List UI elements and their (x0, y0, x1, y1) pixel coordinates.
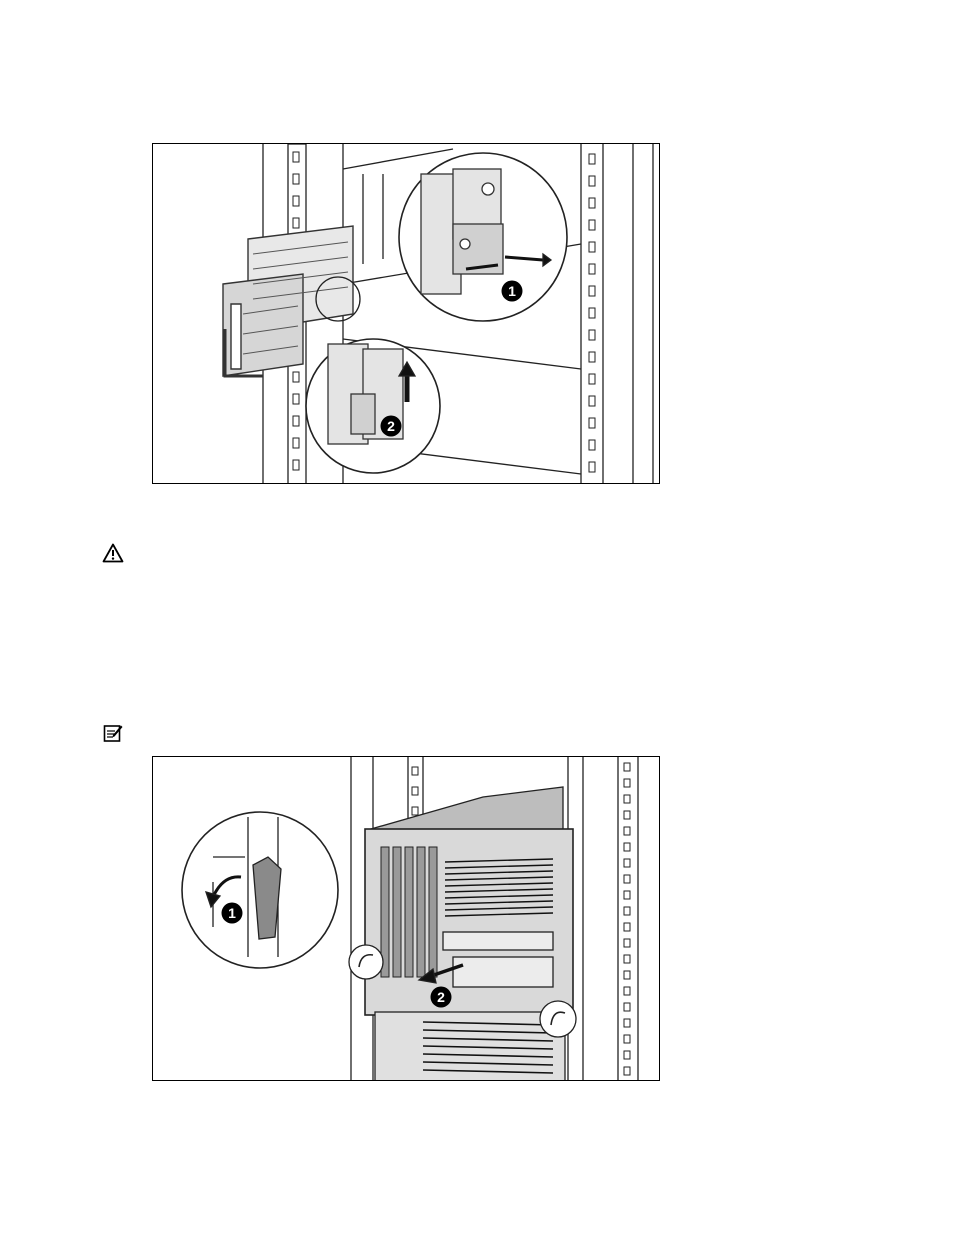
callout-2: 2 (380, 415, 402, 437)
callout-2-label: 2 (387, 418, 395, 434)
cable-arm-illustration (153, 144, 660, 484)
callout-2: 2 (430, 986, 452, 1008)
figure-server-release-from-rack: 1 2 (152, 756, 660, 1081)
caution-icon (102, 543, 124, 563)
note-icon (103, 723, 123, 743)
callout-1-label: 1 (228, 905, 236, 921)
figure-cable-arm-removal: 1 2 (152, 143, 660, 484)
callout-1: 1 (501, 280, 523, 302)
callout-1-label: 1 (508, 283, 516, 299)
callout-1: 1 (221, 902, 243, 924)
callout-2-label: 2 (437, 989, 445, 1005)
